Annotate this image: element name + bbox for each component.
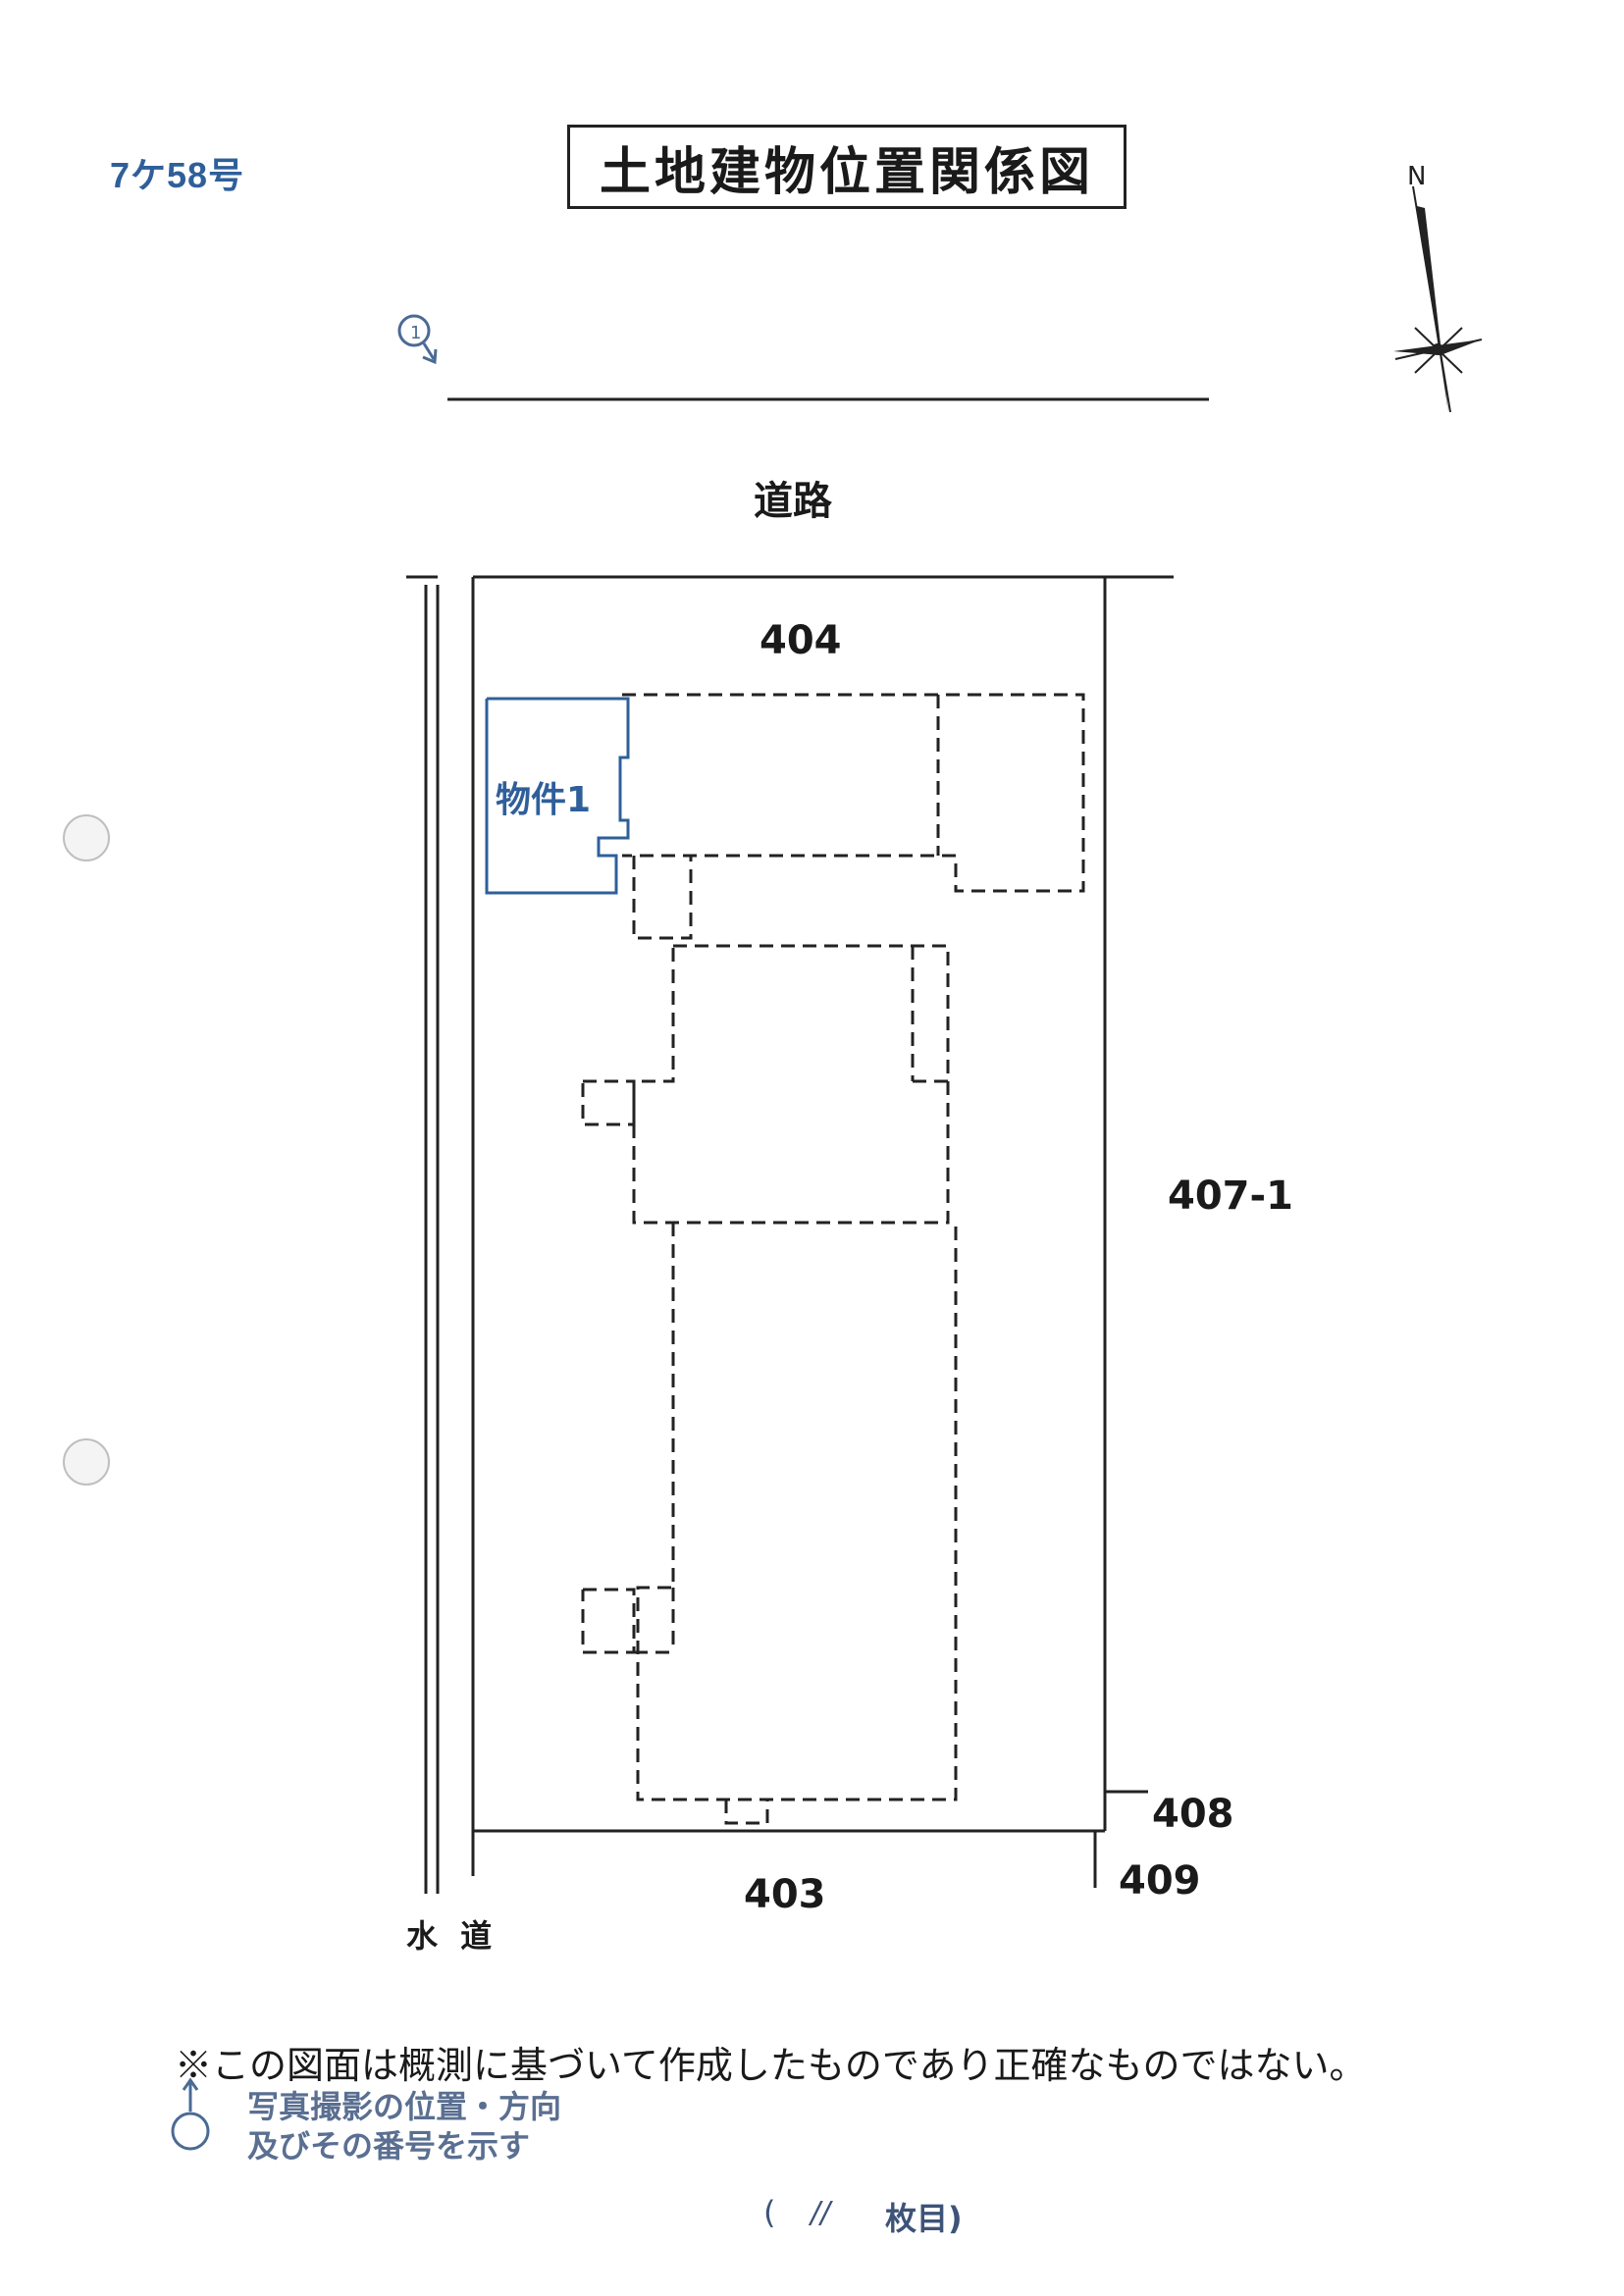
lot-number-404: 404 — [760, 618, 842, 663]
disclaimer-note: ※この図面は概測に基づいて作成したものであり正確なものではない。 — [175, 2044, 1367, 2087]
page-count-open: ( — [763, 2194, 776, 2231]
page-unit: 枚目) — [885, 2200, 963, 2237]
photo-position-marker-icon — [397, 314, 438, 365]
photo-marker-number: 1 — [410, 323, 421, 343]
legend-text-line-1: 写真撮影の位置・方向 — [247, 2088, 562, 2125]
waterway-lines — [406, 575, 440, 1894]
waterway-label: 水 道 — [406, 1917, 498, 1955]
document-title: 土地建物位置関係図 — [599, 142, 1094, 202]
case-number: 7ケ58号 — [110, 155, 245, 195]
property-label: 物件1 — [496, 780, 592, 820]
lot-number-403: 403 — [744, 1872, 826, 1917]
lot-number-409: 409 — [1119, 1858, 1201, 1904]
punch-hole — [63, 1438, 110, 1486]
subject-property-outline — [485, 697, 630, 895]
punch-hole — [63, 814, 110, 861]
legend-text-line-2: 及びその番号を示す — [247, 2127, 531, 2165]
lot-boundary — [471, 575, 1174, 1888]
road-label: 道路 — [754, 479, 832, 524]
lot-number-407-1: 407-1 — [1168, 1174, 1293, 1219]
north-arrow-icon — [1393, 185, 1483, 413]
legend-photo-marker-icon — [171, 2077, 210, 2151]
north-label: N — [1407, 162, 1426, 191]
page-number: // — [811, 2196, 831, 2230]
existing-buildings-dashed — [581, 693, 1085, 1825]
title-box: 土地建物位置関係図 — [567, 125, 1126, 209]
lot-number-408: 408 — [1152, 1792, 1234, 1837]
